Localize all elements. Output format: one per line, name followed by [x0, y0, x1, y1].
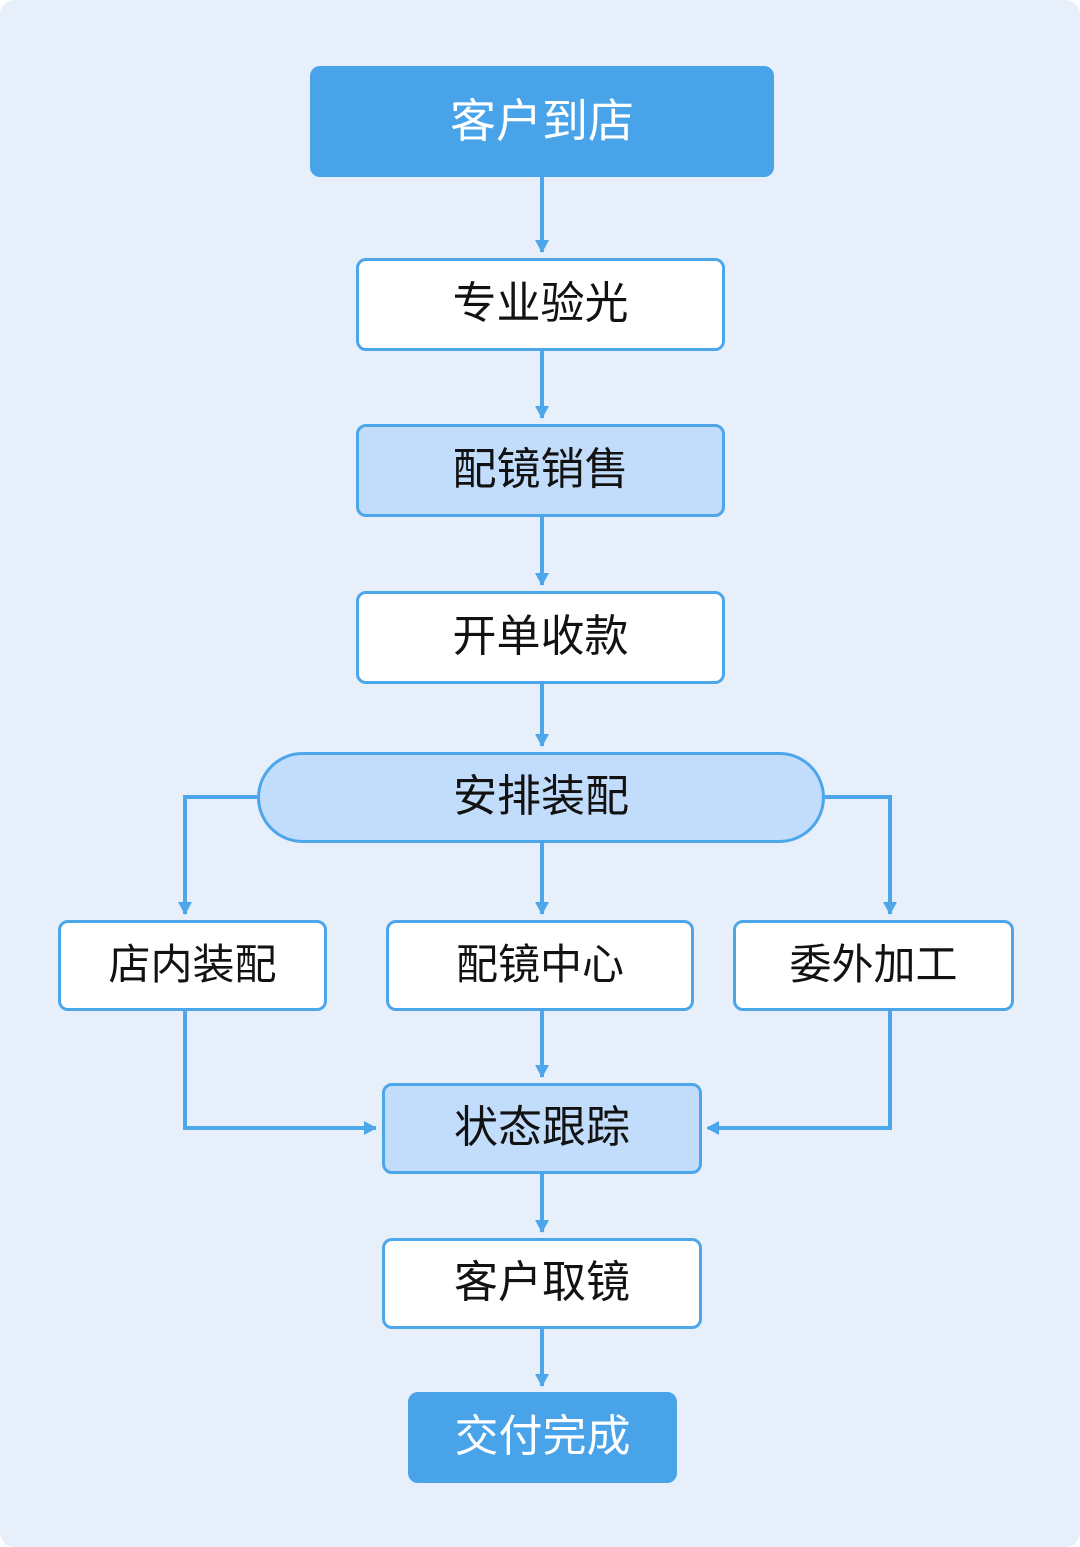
flow-node-label: 委外加工 — [789, 940, 958, 990]
flow-node-customer-arrives[interactable]: 客户到店 — [310, 66, 774, 177]
flow-node-in-store-assembly[interactable]: 店内装配 — [58, 920, 327, 1011]
flow-edge — [825, 795, 897, 915]
flow-node-professional-optometry[interactable]: 专业验光 — [356, 258, 725, 351]
flow-node-label: 配镜销售 — [452, 444, 629, 496]
flow-node-status-tracking[interactable]: 状态跟踪 — [382, 1083, 702, 1174]
flow-node-label: 客户取镜 — [454, 1257, 630, 1309]
flow-node-label: 店内装配 — [108, 940, 277, 990]
flow-node-billing-payment[interactable]: 开单收款 — [356, 591, 725, 684]
flow-node-label: 专业验光 — [452, 278, 629, 330]
flow-node-arrange-assembly[interactable]: 安排装配 — [257, 752, 825, 843]
flow-node-outsourced-processing[interactable]: 委外加工 — [733, 920, 1014, 1011]
flow-node-customer-pickup[interactable]: 客户取镜 — [382, 1238, 702, 1329]
flow-node-delivery-complete[interactable]: 交付完成 — [408, 1392, 677, 1483]
flow-node-label: 状态跟踪 — [454, 1102, 630, 1154]
flow-node-label: 配镜中心 — [455, 940, 624, 990]
flow-node-label: 客户到店 — [450, 94, 634, 149]
flow-node-label: 安排装配 — [453, 771, 629, 823]
flow-node-label: 开单收款 — [452, 611, 629, 663]
flow-node-label: 交付完成 — [454, 1411, 631, 1463]
flow-edge — [706, 1011, 892, 1135]
flow-node-glasses-sales[interactable]: 配镜销售 — [356, 424, 725, 517]
flow-edge — [183, 1011, 377, 1135]
flow-edge — [178, 795, 257, 915]
flow-node-optical-center[interactable]: 配镜中心 — [386, 920, 694, 1011]
